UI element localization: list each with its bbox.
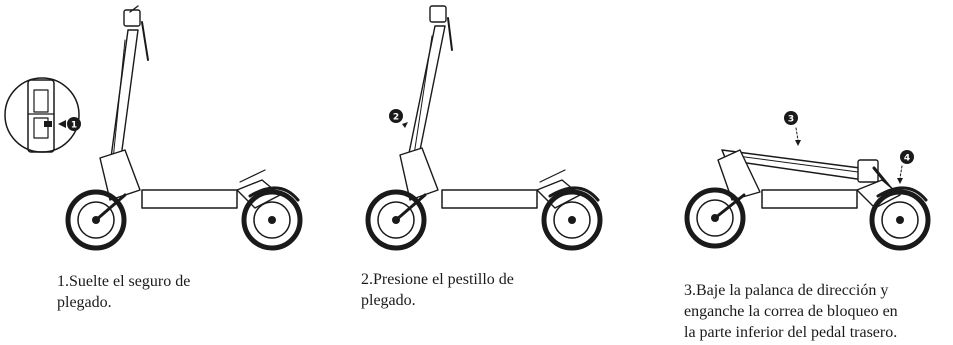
step1-front-wheel bbox=[65, 189, 127, 251]
step2-caption: 2.Presione el pestillo de plegado. bbox=[361, 269, 514, 311]
step3-caption: 3.Baje la palanca de dirección y enganch… bbox=[684, 280, 898, 343]
step2-rear-wheel bbox=[541, 186, 603, 251]
step3-rear-wheel bbox=[869, 186, 931, 251]
step3-caption-line1: 3.Baje la palanca de dirección y bbox=[684, 282, 889, 299]
step1-caption: 1.Suelte el seguro de plegado. bbox=[57, 271, 190, 313]
step1-scooter-illustration: 1 bbox=[4, 5, 303, 251]
step1-caption-line1: 1.Suelte el seguro de bbox=[57, 273, 191, 290]
step2-stem bbox=[407, 5, 453, 161]
latch-detail-magnifier bbox=[4, 77, 80, 153]
step3-caption-line3: la parte inferior del pedal trasero. bbox=[684, 324, 898, 341]
step3-front-wheel bbox=[684, 187, 746, 249]
step2-callout-number: 2 bbox=[393, 113, 399, 123]
step2-caption-line2: plegado. bbox=[361, 292, 416, 309]
step3-callout-number-a: 3 bbox=[788, 115, 794, 125]
step2-caption-line1: 2.Presione el pestillo de bbox=[361, 271, 514, 288]
step3-caption-line2: enganche la correa de bloqueo en bbox=[684, 303, 898, 320]
step3-callout-number-b: 4 bbox=[904, 154, 910, 164]
step3-callout-badge-a: 3 bbox=[784, 111, 801, 146]
step2-front-wheel bbox=[365, 189, 427, 251]
step1-deck bbox=[99, 149, 281, 209]
step1-callout-badge: 1 bbox=[67, 117, 81, 131]
step1-caption-line2: plegado. bbox=[57, 294, 112, 311]
step1-rear-wheel bbox=[241, 186, 303, 251]
step2-scooter-illustration: 2 bbox=[365, 5, 603, 251]
step2-callout-badge: 2 bbox=[389, 109, 408, 128]
step1-stem bbox=[109, 5, 149, 166]
step1-callout-number: 1 bbox=[71, 121, 77, 131]
step3-callout-badge-b: 4 bbox=[897, 150, 914, 184]
step3-scooter-illustration: 3 4 bbox=[684, 111, 931, 251]
